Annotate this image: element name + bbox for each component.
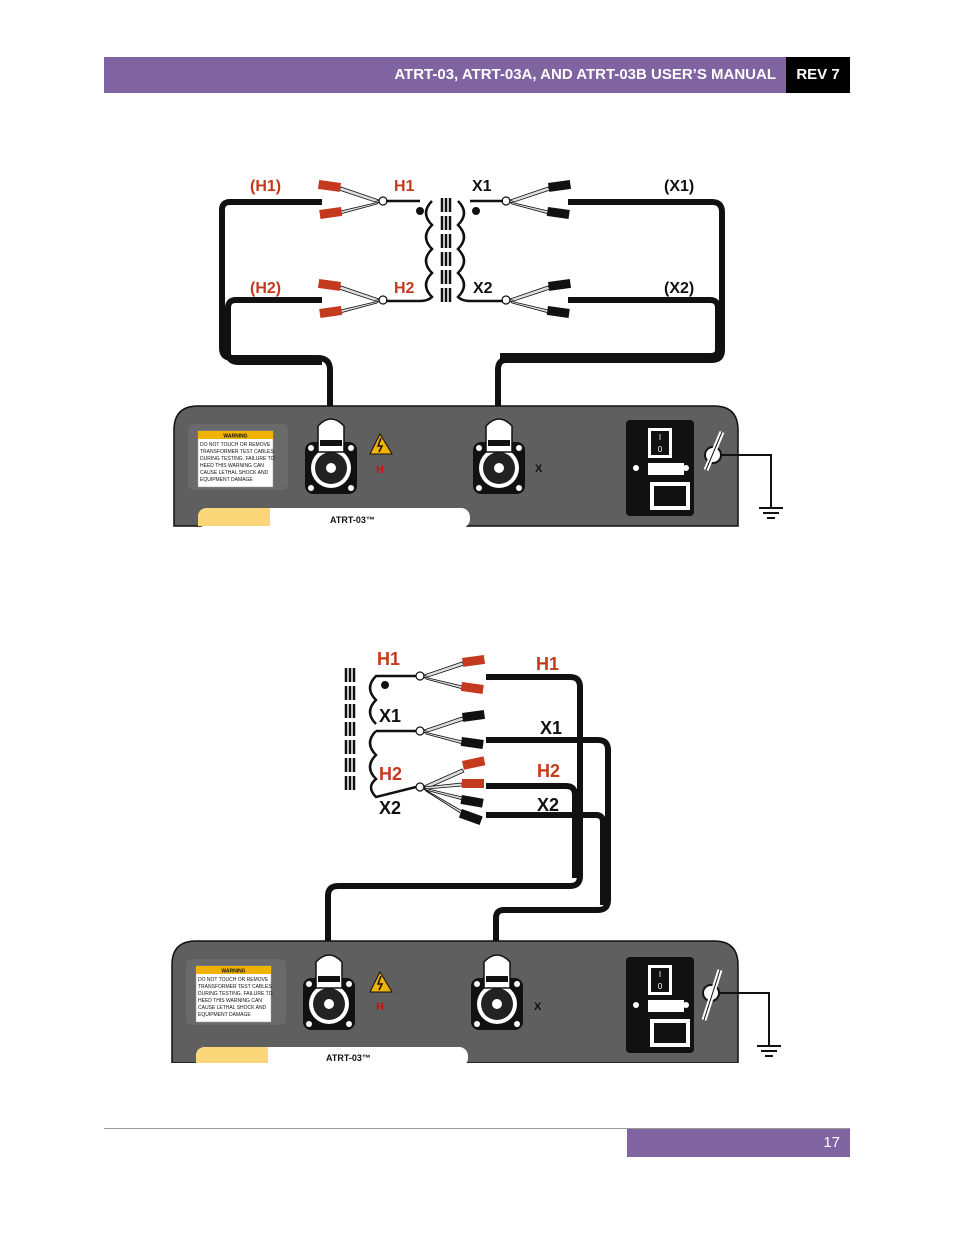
header-bar: ATRT-03, ATRT-03A, AND ATRT-03B USER’S M… <box>104 57 786 93</box>
label-h2-coil: H2 <box>379 764 402 784</box>
diagram-1: (H1) H1 X1 (X1) (H2) H2 X2 (X2) WARNING … <box>173 178 783 528</box>
power-entry-module: I 0 <box>626 957 694 1053</box>
instrument-panel: WARNING DO NOT TOUCH OR REMOVE TRANSFORM… <box>171 940 739 1067</box>
warning-line: CAUSE LETHAL SHOCK AND <box>200 470 269 476</box>
label-x2-coil: X2 <box>379 798 401 818</box>
label-h2-paren: (H2) <box>250 280 281 297</box>
x-connector <box>473 418 525 494</box>
power-switch-off: 0 <box>658 982 663 991</box>
warning-line: CAUSE LETHAL SHOCK AND <box>198 1005 267 1011</box>
h-terminal-label: H <box>376 1001 384 1013</box>
cable-h <box>219 199 333 420</box>
cable-x <box>486 812 606 905</box>
revision-label: REV 7 <box>796 66 840 83</box>
label-x1-coil: X1 <box>379 706 401 726</box>
warning-line: TRANSFORMER TEST CABLES <box>198 984 272 990</box>
ground-symbol-icon <box>721 454 783 519</box>
power-switch-on: I <box>659 433 661 442</box>
cable-x <box>486 737 611 958</box>
h-connector <box>305 418 357 494</box>
transformer-symbol <box>386 198 503 303</box>
page-number: 17 <box>823 1134 840 1151</box>
x-terminal-label: X <box>535 463 543 475</box>
warning-line: HEED THIS WARNING CAN <box>198 998 262 1004</box>
cable-x <box>495 199 725 420</box>
label-x2-paren: (X2) <box>664 280 694 297</box>
ground-terminal-icon <box>701 969 723 1021</box>
instrument-panel: WARNING DO NOT TOUCH OR REMOVE TRANSFORM… <box>173 405 739 528</box>
label-x1: X1 <box>472 178 492 195</box>
power-switch-on: I <box>659 970 661 979</box>
label-h1: H1 <box>394 178 415 195</box>
diagram-2: H1 X1 H2 X2 H1 X1 H2 X2 WARNING DO NOT T… <box>168 649 781 1073</box>
warning-line: DURING TESTING. FAILURE TO <box>200 456 275 462</box>
revision-badge: REV 7 <box>786 57 850 93</box>
label-x1: X1 <box>540 718 562 738</box>
h-terminal-label: H <box>376 464 384 476</box>
label-x1-paren: (X1) <box>664 178 694 195</box>
warning-line: EQUIPMENT DAMAGE <box>200 477 253 483</box>
warning-line: DO NOT TOUCH OR REMOVE <box>200 442 271 448</box>
warning-title: WARNING <box>221 969 245 975</box>
autotransformer-symbol <box>344 668 417 799</box>
power-entry-module: I 0 <box>626 420 694 516</box>
warning-line: HEED THIS WARNING CAN <box>200 463 264 469</box>
high-voltage-warning-icon <box>369 970 393 993</box>
label-h2: H2 <box>394 280 415 297</box>
model-label: ATRT-03™ <box>330 515 375 525</box>
warning-line: EQUIPMENT DAMAGE <box>198 1012 251 1018</box>
ground-terminal-icon <box>703 431 725 471</box>
cable-h <box>225 297 322 365</box>
document-title: ATRT-03, ATRT-03A, AND ATRT-03B USER’S M… <box>394 66 776 83</box>
cable-x <box>500 297 721 359</box>
model-label: ATRT-03™ <box>326 1053 371 1063</box>
power-switch-off: 0 <box>658 445 663 454</box>
warning-title: WARNING <box>223 434 247 440</box>
label-h1: H1 <box>536 654 559 674</box>
cable-h <box>486 783 578 878</box>
label-x2: X2 <box>473 280 493 297</box>
warning-line: DO NOT TOUCH OR REMOVE <box>198 977 269 983</box>
label-h1-paren: (H1) <box>250 178 281 195</box>
label-x2: X2 <box>537 795 559 815</box>
x-terminal-label: X <box>534 1001 542 1013</box>
ground-symbol-icon <box>719 992 781 1057</box>
label-h1-coil: H1 <box>377 649 400 669</box>
page-number-box: 17 <box>627 1129 850 1157</box>
cable-h <box>325 674 583 958</box>
warning-line: DURING TESTING. FAILURE TO <box>198 991 273 997</box>
warning-line: TRANSFORMER TEST CABLES <box>200 449 274 455</box>
x-connector <box>471 954 523 1030</box>
high-voltage-warning-icon <box>369 432 393 455</box>
label-h2: H2 <box>537 761 560 781</box>
h-connector <box>303 954 355 1030</box>
footer-divider <box>104 1128 850 1129</box>
